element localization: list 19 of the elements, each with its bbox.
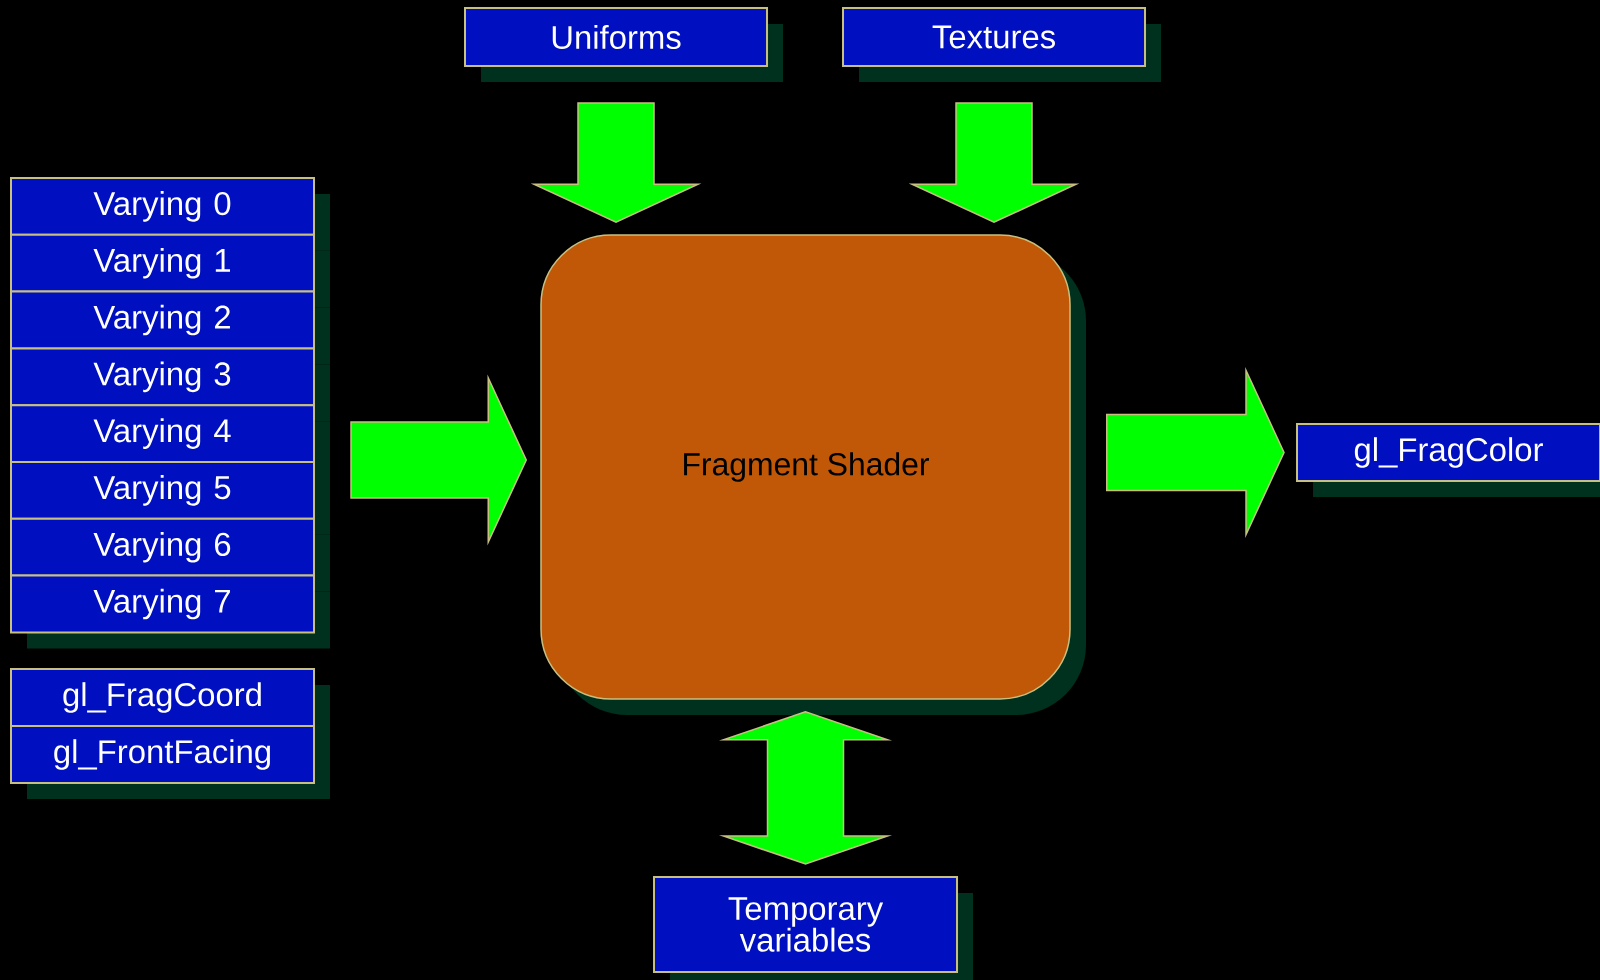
shader-box: Fragment Shader — [540, 234, 1071, 700]
variable-box: Varying 6 — [10, 517, 315, 577]
variable-box: Varying 4 — [10, 404, 315, 463]
variable-box: Varying 5 — [10, 461, 315, 520]
variable-box: gl_FragColor — [1296, 423, 1600, 482]
variable-box: Uniforms — [464, 7, 768, 67]
variable-box: Textures — [842, 7, 1146, 67]
variable-box: gl_FragCoord — [10, 668, 315, 727]
variable-box: Temporary variables — [653, 876, 958, 973]
block-arrow — [530, 102, 702, 224]
variable-box: gl_FrontFacing — [10, 725, 315, 784]
block-arrow — [1106, 367, 1285, 538]
variable-box: Varying 3 — [10, 347, 315, 407]
variable-box: Varying 2 — [10, 290, 315, 350]
block-arrow — [908, 102, 1080, 224]
variable-box: Varying 1 — [10, 233, 315, 293]
variable-box: Varying 7 — [10, 574, 315, 634]
block-arrow — [350, 374, 528, 546]
variable-box: Varying 0 — [10, 177, 315, 236]
